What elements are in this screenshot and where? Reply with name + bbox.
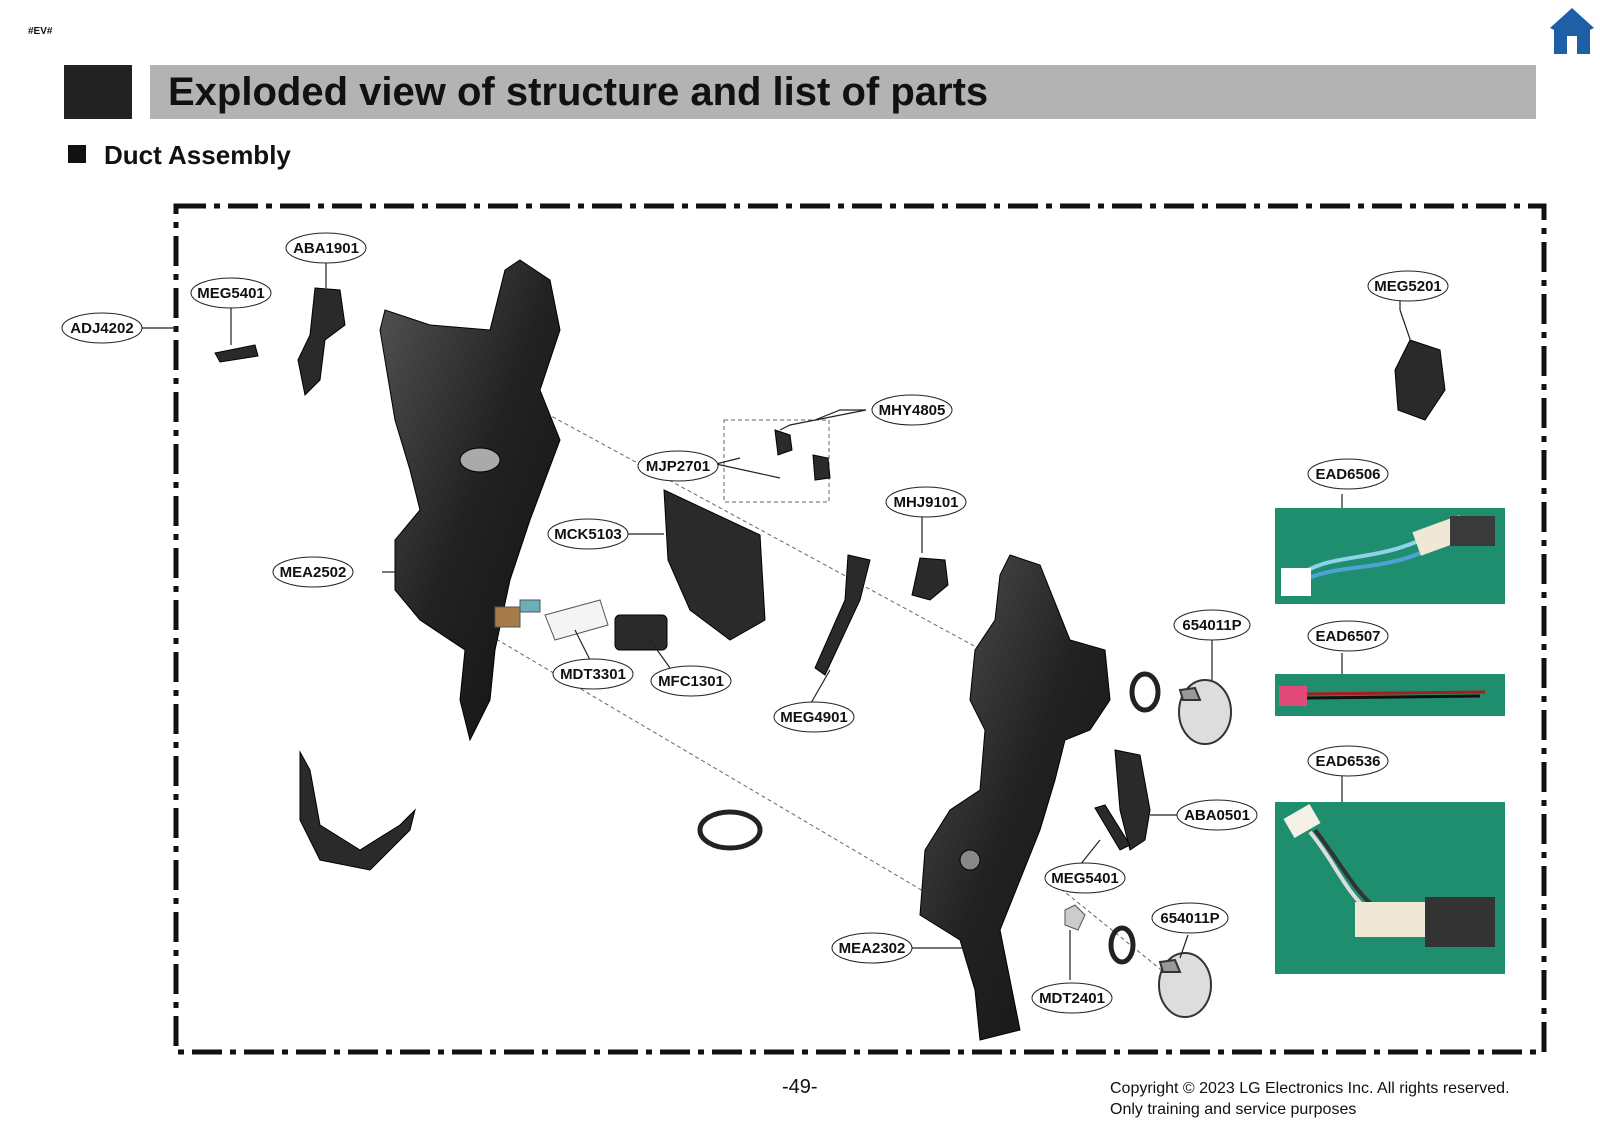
diagram-frame (173, 203, 1547, 1055)
part-label: MEG4901 (780, 709, 848, 726)
part-label: MCK5103 (554, 526, 622, 543)
part-label: MHJ9101 (893, 494, 958, 511)
connectors (494, 599, 1086, 931)
part-label: 654011P (1182, 617, 1241, 634)
part-label: MDT2401 (1039, 990, 1105, 1007)
copyright-line-2: Only training and service purposes (1110, 1101, 1357, 1118)
assembly-guide-lines (429, 409, 1181, 986)
part-label: MEG5401 (1051, 870, 1119, 887)
small-parts (214, 287, 1446, 871)
part-label: MEG5401 (197, 285, 265, 302)
part-label: MEA2502 (280, 564, 347, 581)
part-label: EAD6506 (1315, 466, 1380, 483)
section-title: Duct Assembly (104, 140, 291, 170)
wire-harness-photo-ead6506 (1275, 508, 1505, 604)
part-label: MJP2701 (646, 458, 710, 475)
part-label: ABA1901 (293, 240, 359, 257)
part-label: ADJ4202 (70, 320, 133, 337)
motors (1158, 679, 1232, 1018)
part-labels: ABA1901 MEG5401 ADJ4202 MEG5201 MHY4805 … (61, 232, 1449, 1014)
page-title: Exploded view of structure and list of p… (150, 65, 1536, 119)
part-label: EAD6507 (1315, 628, 1380, 645)
duct-right (919, 554, 1111, 1041)
part-label: 654011P (1160, 910, 1219, 927)
part-label: ABA0501 (1184, 807, 1250, 824)
wire-harness-photo-ead6536 (1275, 802, 1505, 974)
part-label: MEG5201 (1374, 278, 1442, 295)
wire-harness-photo-ead6507 (1275, 674, 1505, 716)
rings (697, 671, 1161, 965)
copyright: Copyright © 2023 LG Electronics Inc. All… (1110, 1078, 1510, 1120)
section-bullet-icon (68, 145, 86, 163)
document-tag: #EV# (28, 26, 53, 37)
duct-left (379, 259, 561, 742)
section-heading: Duct Assembly (68, 139, 291, 171)
page-number: -49- (782, 1076, 818, 1098)
copyright-line-1: Copyright © 2023 LG Electronics Inc. All… (1110, 1080, 1510, 1097)
home-icon[interactable] (1550, 8, 1594, 58)
part-label: MDT3301 (560, 666, 626, 683)
part-label: MFC1301 (658, 673, 724, 690)
title-accent-block (64, 65, 132, 119)
part-label: EAD6536 (1315, 753, 1380, 770)
part-label: MEA2302 (839, 940, 906, 957)
part-label: MHY4805 (879, 402, 946, 419)
